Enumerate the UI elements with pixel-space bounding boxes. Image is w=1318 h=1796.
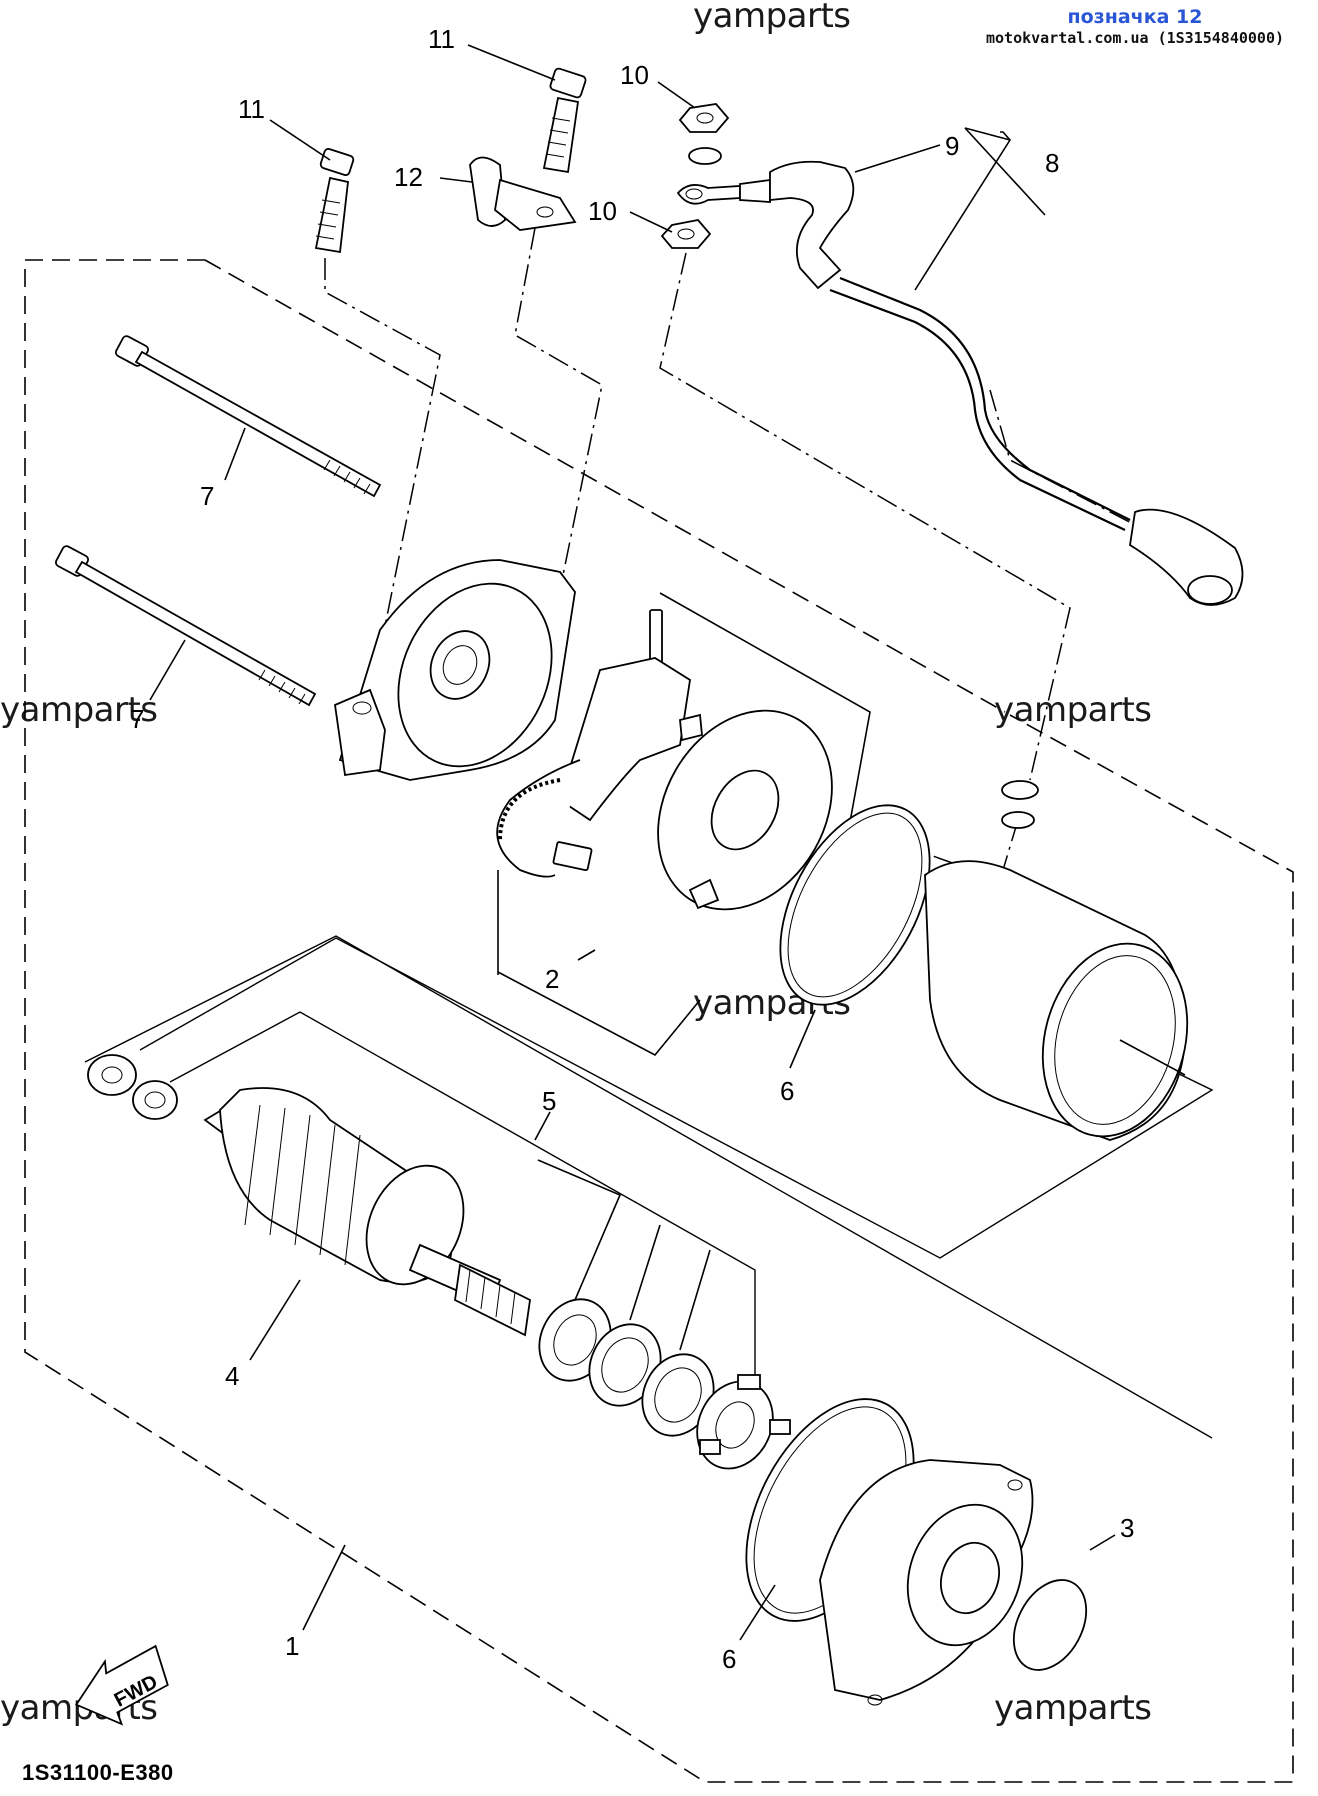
leader-10b — [629, 211, 673, 233]
yoke-housing — [924, 860, 1189, 1141]
leader-11a — [269, 119, 331, 161]
shim-2-hole — [601, 1337, 649, 1393]
callout-4: 4 — [225, 1361, 239, 1391]
fwd-arrow: FWD — [74, 1644, 169, 1726]
rear-cover — [334, 559, 576, 781]
leader-bolt-11b — [514, 227, 603, 581]
callout-11-right: 11 — [428, 24, 455, 54]
leader-5-shim2 — [629, 1224, 661, 1321]
leader-1 — [302, 1544, 346, 1631]
boundary-top-edge — [204, 259, 1006, 713]
badge-store-ref: motokvartal.com.ua (1S3154840000) — [985, 29, 1284, 47]
leader-8-top — [964, 127, 1011, 141]
washer-top — [688, 147, 722, 165]
watermark-left-mid: yamparts — [0, 690, 158, 730]
through-bolt-7-upper — [114, 335, 382, 498]
callout-9: 9 — [945, 131, 959, 161]
leader-11b — [467, 44, 556, 81]
callout-10-bottom: 10 — [588, 196, 617, 226]
leader-6a — [789, 1009, 816, 1069]
lock-washer — [696, 1374, 791, 1470]
callout-10-top: 10 — [620, 60, 649, 90]
leader-9 — [854, 144, 941, 173]
shim-1-hole — [553, 1314, 597, 1366]
yoke-group-box — [139, 937, 1214, 1259]
store-badge: позначка 12 motokvartal.com.ua (1S315484… — [986, 6, 1284, 47]
leader-7b — [149, 639, 186, 701]
leader-4 — [249, 1279, 301, 1361]
group-box-5b — [169, 1011, 756, 1400]
ring-terminal — [676, 178, 771, 205]
shim-3-hole — [654, 1367, 702, 1423]
through-bolt-7-lower — [54, 545, 317, 707]
callout-2: 2 — [545, 964, 559, 994]
leader-3 — [1089, 1534, 1116, 1551]
leader-bolt-11a — [324, 258, 441, 701]
watermark-top: yamparts — [693, 0, 851, 36]
nut-10-bottom — [660, 219, 712, 249]
bolt-11-right — [542, 67, 587, 174]
brush-holder-2 — [496, 609, 833, 911]
callout-8: 8 — [1045, 148, 1059, 178]
leader-5 — [534, 1111, 551, 1141]
leader-cable — [989, 389, 1146, 531]
starter-cable-8 — [769, 160, 1244, 606]
brush-group-box — [497, 971, 701, 1057]
group-box-5 — [84, 935, 1213, 1439]
armature-4 — [87, 1054, 531, 1337]
callout-1: 1 — [285, 1631, 299, 1661]
leader-8 — [914, 131, 1011, 291]
callout-6-lower: 6 — [722, 1644, 736, 1674]
leader-2 — [577, 949, 596, 961]
o-ring-6-upper — [779, 804, 931, 1006]
washer-lower — [1001, 811, 1035, 829]
watermark-right-mid: yamparts — [994, 690, 1152, 730]
clamp-12 — [469, 156, 577, 231]
washer-upper — [1001, 780, 1039, 800]
callout-5: 5 — [542, 1086, 556, 1116]
callout-7-lower: 7 — [130, 704, 144, 734]
callout-3: 3 — [1120, 1513, 1134, 1543]
diagram-code: 1S31100-E380 — [22, 1760, 174, 1785]
callout-6-upper: 6 — [780, 1076, 794, 1106]
nut-10-top — [678, 103, 730, 133]
leader-nut-10 — [659, 252, 1071, 781]
leader-10a — [657, 81, 696, 109]
leader-6b — [739, 1584, 776, 1641]
callout-12: 12 — [394, 162, 423, 192]
callout-7-upper: 7 — [200, 481, 214, 511]
watermark-right-bottom: yamparts — [994, 1688, 1152, 1728]
assembly-boundary — [24, 259, 1294, 1783]
badge-title: позначка 12 — [1067, 6, 1203, 28]
bolt-11-left — [314, 147, 355, 254]
callout-11-left: 11 — [238, 94, 265, 124]
leader-7a — [224, 427, 246, 481]
leader-12 — [439, 177, 473, 183]
o-ring-3 — [1012, 1579, 1088, 1671]
leader-5-shims — [537, 1159, 622, 1301]
brush-group-box-right — [659, 592, 871, 823]
leader-5-shim3 — [679, 1249, 711, 1351]
leader-8-bracket — [964, 127, 1046, 216]
front-cover — [819, 1459, 1034, 1706]
